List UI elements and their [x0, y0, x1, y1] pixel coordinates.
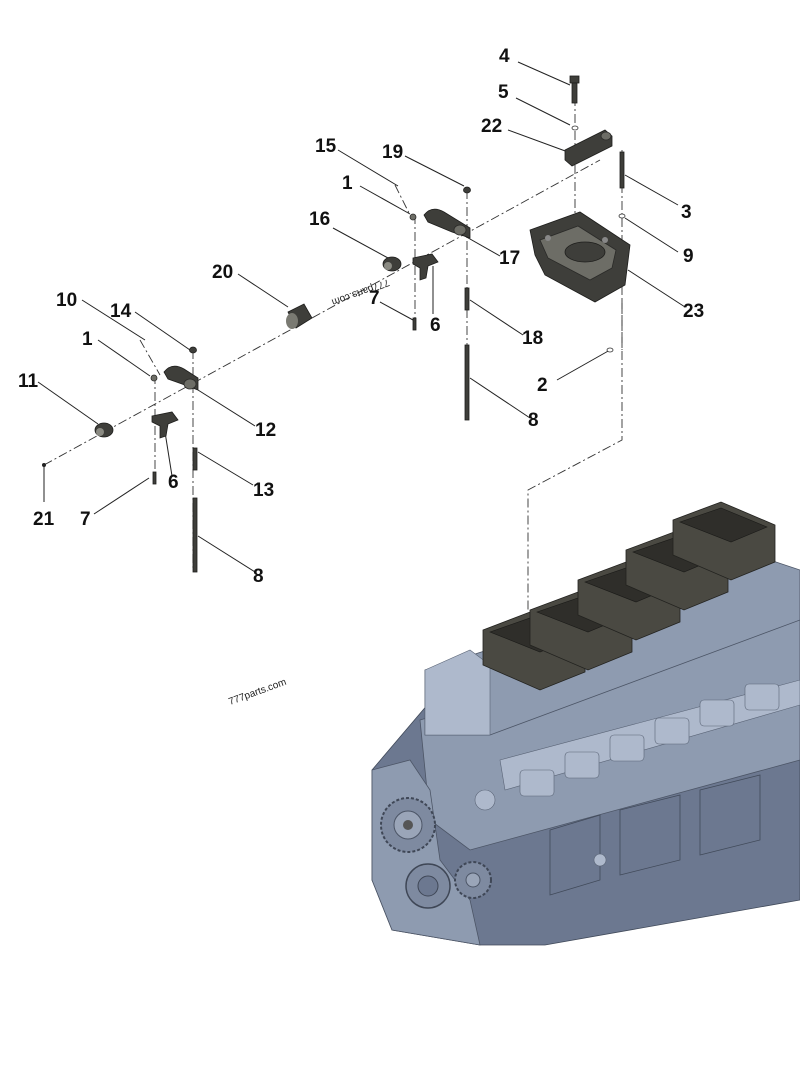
part-adjusting-ball: [409, 213, 417, 221]
part-washer-small: [618, 213, 626, 219]
part-bushing-lower: [94, 422, 114, 438]
part-stud: [619, 151, 625, 189]
callout-15: 15: [315, 136, 337, 157]
callout-21: 21: [33, 509, 55, 530]
callout-16: 16: [309, 209, 330, 230]
callout-18: 18: [522, 328, 543, 349]
callout-12: 12: [255, 420, 276, 441]
callout-11: 11: [18, 371, 39, 392]
block-side-details: [474, 683, 780, 896]
callout-8-lower: 8: [253, 566, 264, 587]
callout-17: 17: [499, 248, 520, 269]
part-o-ring: [606, 347, 614, 353]
part-pin-lower: [152, 471, 157, 485]
part-bracket-upper: [412, 253, 439, 281]
part-screw: [42, 463, 46, 467]
part-washer: [571, 125, 579, 131]
callout-10: 10: [56, 290, 77, 311]
callout-6-upper: 6: [430, 315, 441, 336]
callout-23: 23: [683, 301, 704, 322]
callout-14: 14: [110, 301, 132, 322]
leader-lines: [37, 61, 686, 573]
part-adjusting-ball-lower: [150, 374, 158, 382]
part-push-rod-upper: [464, 344, 470, 421]
callout-6-lower: 6: [168, 472, 179, 493]
watermark-lower: 777parts.com: [227, 677, 288, 708]
part-nut: [463, 186, 471, 194]
callout-19: 19: [382, 142, 403, 163]
callout-8-upper: 8: [528, 410, 539, 431]
part-sleeve: [286, 303, 313, 329]
part-push-rod-lower: [192, 497, 198, 573]
assembly-axes: [43, 80, 623, 630]
watermarks: 777parts.com 777parts.com: [227, 276, 390, 707]
exploded-parts: [42, 75, 631, 573]
callout-20: 20: [212, 262, 233, 283]
part-pin-upper: [412, 317, 417, 331]
part-rocker-housing: [529, 211, 631, 303]
callout-1-lower: 1: [82, 329, 93, 350]
part-bushing-upper: [382, 256, 402, 272]
callout-13: 13: [253, 480, 274, 501]
callout-9: 9: [683, 246, 694, 267]
part-rocker-arm-lower: [163, 365, 199, 391]
callout-22: 22: [481, 116, 502, 137]
part-rocker-shaft-support: [564, 129, 613, 167]
callout-7-lower: 7: [80, 509, 91, 530]
callout-2: 2: [537, 375, 548, 396]
part-nut-lower: [189, 346, 197, 354]
timing-gear-large: [380, 797, 436, 853]
part-bolt: [569, 75, 580, 104]
part-tappet-upper: [464, 287, 470, 311]
engine-block: [371, 501, 800, 946]
rocker-housings-installed: [482, 501, 776, 691]
callout-3: 3: [681, 202, 692, 223]
timing-gear-lower: [405, 863, 451, 909]
timing-gear-small: [454, 861, 492, 899]
callout-4: 4: [499, 46, 510, 67]
part-bracket-lower: [151, 411, 179, 439]
part-rocker-arm-upper: [423, 208, 471, 239]
callout-1-upper: 1: [342, 173, 353, 194]
callout-labels: 4 5 22 15 19 1 3 16 9 17 20 7 6 23 10 14…: [18, 46, 704, 587]
part-tappet-lower: [192, 447, 198, 471]
callout-7-upper: 7: [369, 288, 380, 309]
callout-5: 5: [498, 82, 509, 103]
